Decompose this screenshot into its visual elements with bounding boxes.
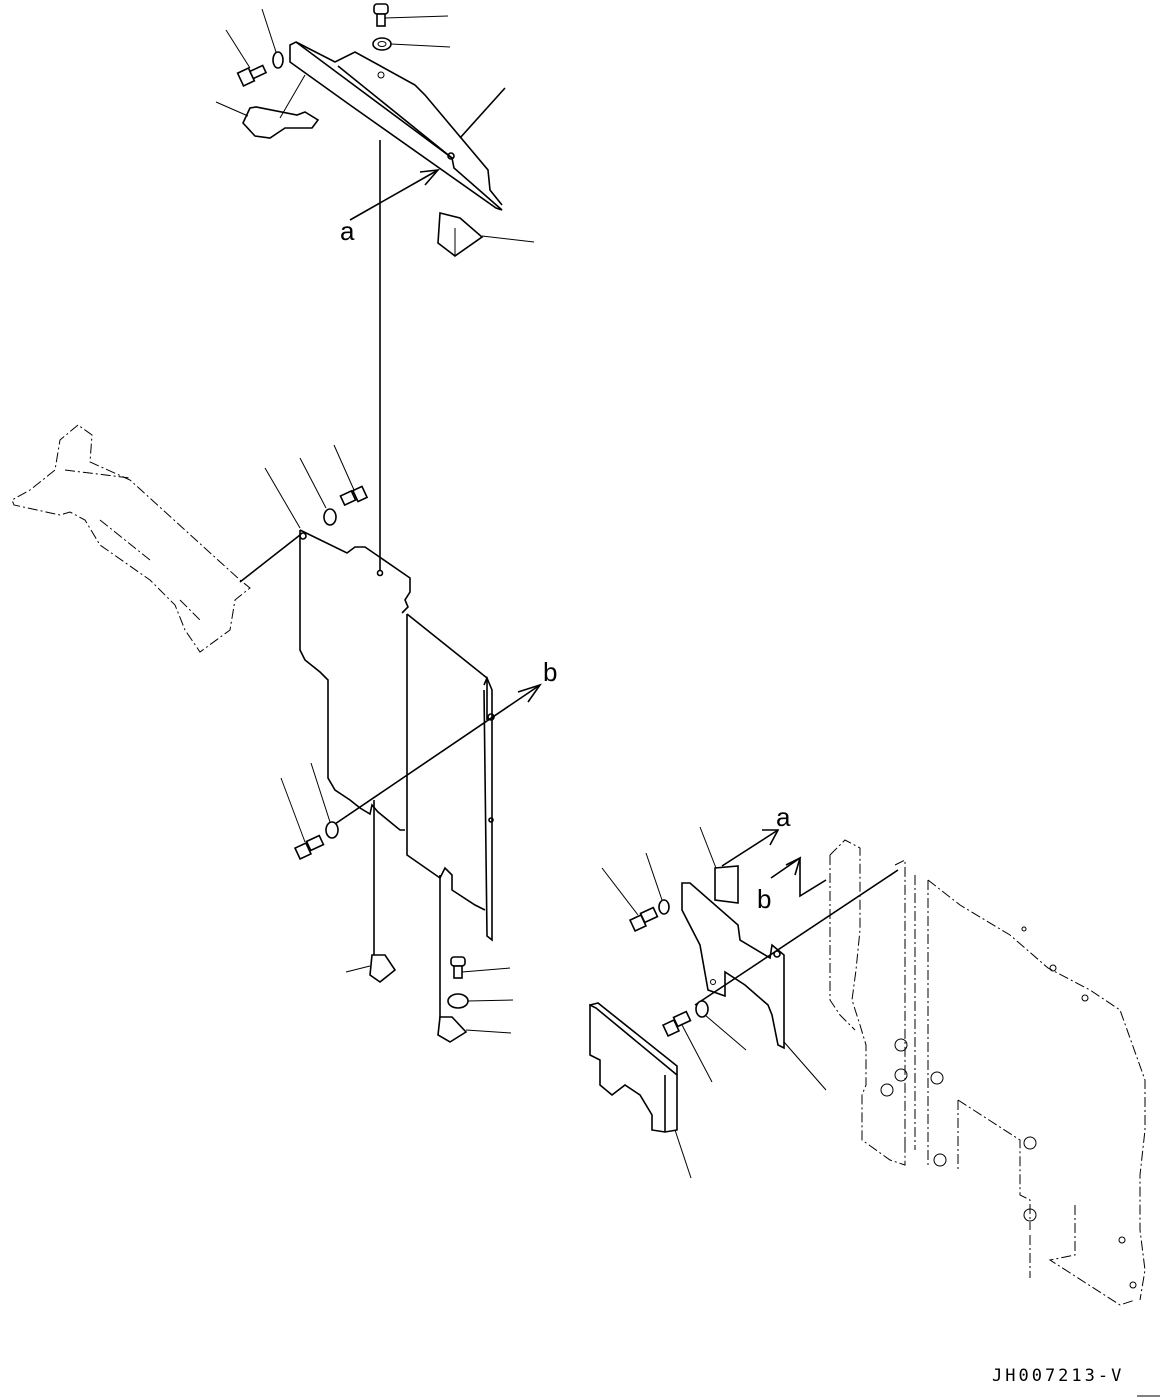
bolt-icon — [333, 444, 369, 507]
ref-label-b-middle: b — [543, 657, 557, 687]
cable-clip-icon — [437, 1016, 512, 1043]
bolt-icon — [601, 867, 659, 933]
washer-icon — [645, 852, 670, 915]
washer-icon — [299, 457, 337, 526]
washer-icon — [310, 762, 339, 839]
insulation-panel — [589, 1002, 692, 1179]
upper-bracket — [289, 41, 503, 211]
washer-icon — [372, 37, 451, 51]
bolt-icon — [661, 1010, 713, 1083]
wedge-block-icon — [437, 211, 535, 257]
frame-panel — [829, 839, 1146, 1306]
washer-icon — [695, 1000, 747, 1051]
ref-label-b-bottom: b — [757, 884, 771, 914]
bolt-icon — [225, 29, 268, 87]
bolt-icon — [280, 777, 325, 861]
cable-clip-icon — [345, 954, 397, 983]
washer-icon — [447, 993, 514, 1009]
left-dashed-bracket — [11, 424, 251, 653]
ref-label-a-bottom: a — [776, 802, 791, 832]
drawing-code: JH007213-V — [992, 1366, 1125, 1386]
bolt-icon — [450, 956, 511, 979]
rubber-block-icon — [215, 74, 320, 139]
ref-label-a-top: a — [340, 216, 355, 246]
washer-icon — [261, 8, 284, 69]
bracket-plate — [681, 882, 827, 1091]
side-cover-plate — [264, 467, 495, 942]
pad-icon — [699, 826, 739, 904]
bolt-icon — [373, 3, 449, 27]
